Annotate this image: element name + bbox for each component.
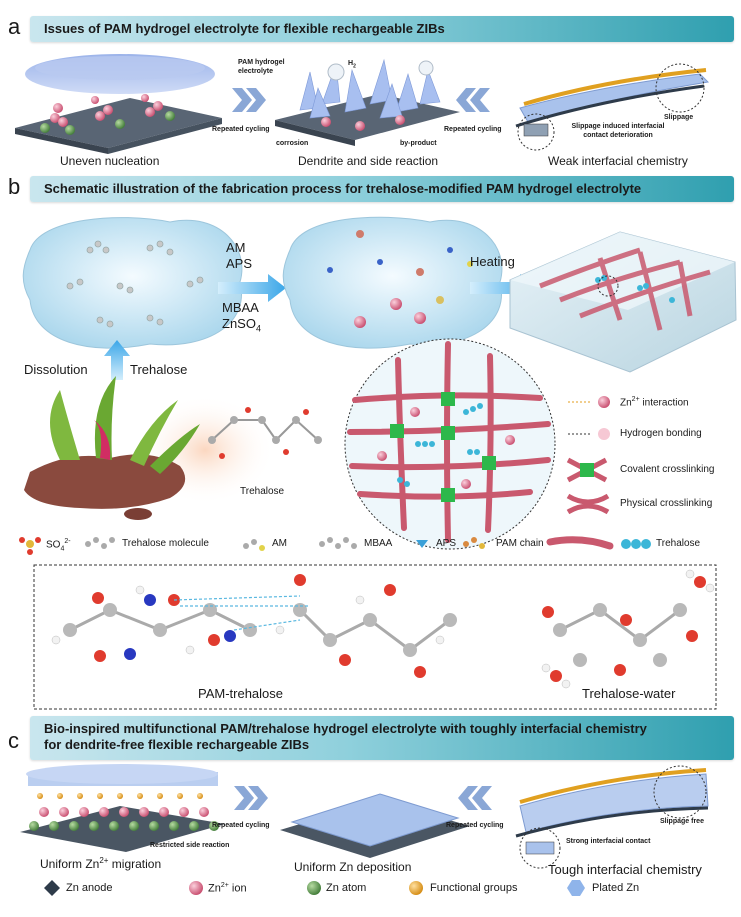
- hydrogel-block: [509, 231, 737, 373]
- pam-trehalose-model: [51, 574, 457, 678]
- legend-am: AM: [272, 538, 287, 549]
- uniform-deposition-scene: [280, 793, 470, 858]
- zn-ion-icon: [189, 881, 203, 895]
- dendrite-scene: [275, 58, 460, 146]
- legend-hydrogen-bonding: Hydrogen bonding: [620, 428, 702, 439]
- component-legend-icons: [19, 536, 651, 555]
- network-legend-symbols: [566, 396, 610, 515]
- caption-tough-interface: Tough interfacial chemistry: [548, 862, 702, 877]
- panel-a-letter: a: [8, 14, 21, 39]
- zn-atom-icon: [307, 881, 321, 895]
- panel-c-letter: c: [8, 728, 19, 753]
- legend-trehalose-molecule: Trehalose molecule: [122, 538, 209, 549]
- repeated-cycling-c1: Repeated cycling: [212, 822, 270, 829]
- heating-label: Heating: [470, 254, 515, 269]
- pam-trehalose-label: PAM-trehalose: [198, 686, 284, 701]
- legend-trehalose: Trehalose: [656, 538, 701, 549]
- legend-zn-interaction: Zn2+ interaction: [620, 396, 689, 409]
- legend-plated-zn: Plated Zn: [592, 882, 640, 894]
- panel-b-title: Schematic illustration of the fabricatio…: [30, 176, 734, 202]
- legend-physical-crosslinking: Physical crosslinking: [620, 498, 713, 509]
- dissolution-arrow: [104, 340, 130, 380]
- seaweed-trehalose-source: [24, 376, 275, 520]
- legend-pam-chain: PAM chain: [496, 538, 544, 549]
- precursor-molecules: [327, 230, 473, 328]
- precursor-solution-blob: [282, 216, 503, 349]
- legend-functional-groups: Functional groups: [430, 882, 518, 894]
- legend-zn-atom: Zn atom: [326, 882, 367, 894]
- tough-interface-scene: [515, 765, 709, 869]
- panel-c-legend-icons: [44, 880, 585, 896]
- chevron-left-icon: [458, 786, 492, 810]
- network-zoom: [344, 338, 556, 550]
- by-product-label: by-product: [400, 140, 437, 147]
- legend-zn-anode: Zn anode: [66, 882, 113, 894]
- reagents-bottom: MBAA ZnSO4: [222, 300, 261, 334]
- legend-zn-ion: Zn2+ ion: [208, 882, 247, 895]
- h2-label: H2: [348, 60, 356, 70]
- process-arrow-1: [218, 274, 286, 302]
- molecular-models-box: [33, 564, 717, 710]
- restricted-side-reaction-label: Restricted side reaction: [150, 842, 230, 849]
- legend-covalent-crosslinking: Covalent crosslinking: [620, 464, 715, 475]
- trehalose-solution-blob: [22, 217, 243, 349]
- pam-hydrogel-label: PAM hydrogel electrolyte: [238, 59, 285, 75]
- caption-dendrite: Dendrite and side reaction: [298, 154, 439, 168]
- slippage-label: Slippage: [664, 114, 694, 121]
- zn-anode-icon: [44, 880, 60, 896]
- functional-groups-icon: [409, 881, 423, 895]
- panel-b-letter: b: [8, 174, 21, 199]
- uneven-nucleation-scene: [15, 54, 222, 154]
- slippage-free-label: Slippage free: [660, 818, 704, 825]
- chevron-left-icon: [456, 88, 490, 112]
- repeated-cycling-a2: Repeated cycling: [444, 126, 502, 133]
- slippage-induced-label: Slippage induced interfacial contact det…: [571, 123, 665, 139]
- dissolution-label: Dissolution: [24, 362, 88, 377]
- plated-zn-icon: [567, 880, 585, 896]
- repeated-cycling-c2: Repeated cycling: [446, 822, 504, 829]
- caption-uniform-deposition: Uniform Zn deposition: [294, 860, 412, 874]
- weak-interface-scene: [515, 63, 710, 151]
- trehalose-water-label: Trehalose-water: [582, 686, 676, 701]
- panel-a-title: Issues of PAM hydrogel electrolyte for f…: [30, 16, 734, 42]
- panel-c-title: Bio-inspired multifunctional PAM/trehalo…: [30, 716, 734, 760]
- caption-uneven-nucleation: Uneven nucleation: [60, 154, 160, 168]
- legend-mbaa: MBAA: [364, 538, 393, 549]
- strong-contact-label: Strong interfacial contact: [566, 838, 651, 845]
- caption-weak-interface: Weak interfacial chemistry: [548, 154, 688, 168]
- uniform-migration-scene: [20, 764, 225, 852]
- legend-aps: APS: [436, 538, 457, 549]
- chevron-right-icon: [234, 786, 268, 810]
- trehalose-source-label: Trehalose: [130, 362, 188, 377]
- trehalose-molecule-label: Trehalose: [240, 486, 285, 497]
- caption-uniform-migration: Uniform Zn2+ migration: [40, 856, 162, 871]
- trehalose-molecules-1: [66, 240, 204, 328]
- legend-so4: SO42-: [46, 538, 71, 553]
- trehalose-molecule-model: [208, 407, 322, 459]
- trehalose-water-model: [541, 569, 715, 689]
- repeated-cycling-a1: Repeated cycling: [212, 126, 270, 133]
- corrosion-label: corrosion: [276, 140, 309, 147]
- chevron-right-icon: [232, 88, 266, 112]
